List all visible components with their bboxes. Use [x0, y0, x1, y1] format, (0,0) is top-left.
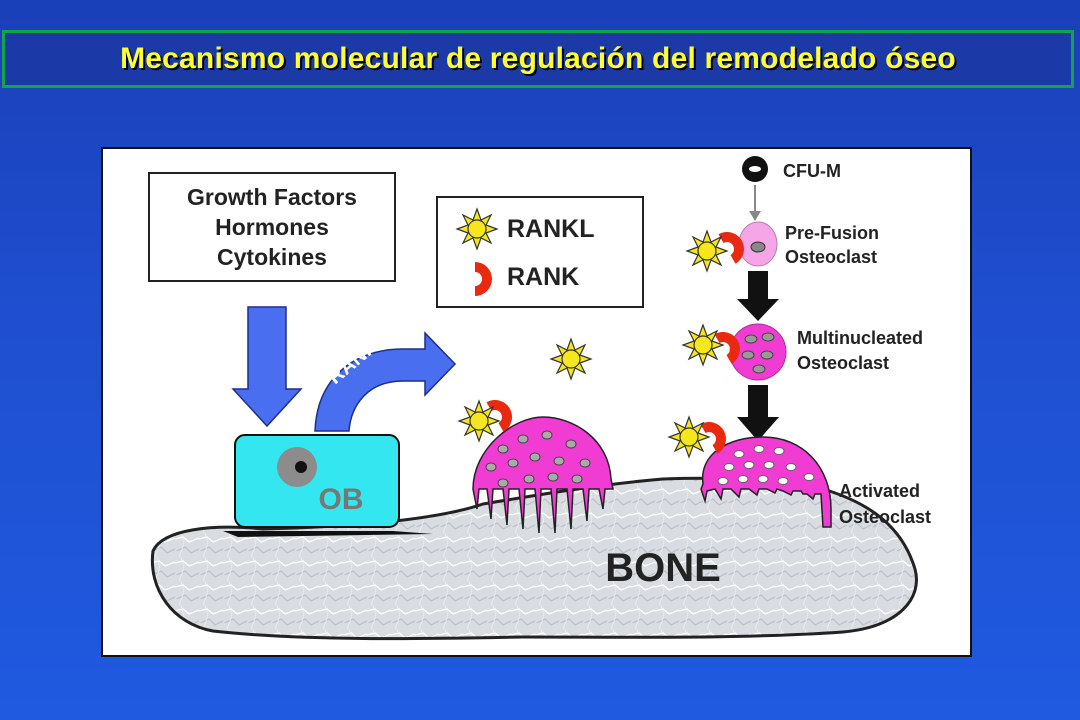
growth-factors-label: Growth Factors: [187, 184, 357, 210]
stage-arrow-2: [737, 385, 779, 441]
osteoblast-label: OB: [319, 483, 364, 516]
rankl-bound-multi: [682, 324, 724, 366]
multinucleated-label-2: Osteoclast: [797, 353, 889, 373]
bone: [150, 476, 918, 641]
title-bar: Mecanismo molecular de regulación del re…: [2, 30, 1074, 88]
rankl-curved-arrow: RANKL: [314, 327, 457, 432]
free-rankl-icon: [550, 338, 592, 380]
cfu-m-label: CFU-M: [783, 161, 841, 181]
signals-box: Growth Factors Hormones Cytokines: [148, 172, 396, 282]
stage-arrow-1: [737, 271, 779, 321]
activated-label-1: Activated: [839, 481, 920, 501]
prefusion-label-1: Pre-Fusion: [785, 223, 879, 243]
activated-osteoclast: Activated Osteoclast: [668, 415, 931, 528]
cytokines-label: Cytokines: [217, 244, 327, 270]
hormones-label: Hormones: [215, 214, 329, 240]
multinucleated-label-1: Multinucleated: [797, 328, 923, 348]
activated-label-2: Osteoclast: [839, 507, 931, 527]
prefusion-label-2: Osteoclast: [785, 247, 877, 267]
bone-remodeling-diagram: BONE Growth Factors Hormones Cytokines O…: [101, 147, 972, 657]
rankl-bound-middle: [458, 400, 500, 442]
legend-box: RANKL RANK: [436, 196, 644, 308]
bone-label: BONE: [605, 546, 721, 590]
rankl-legend-label: RANKL: [507, 215, 595, 243]
rankl-legend-icon: [456, 208, 498, 250]
rank-legend-label: RANK: [507, 263, 579, 291]
osteoblast: OB: [223, 434, 433, 537]
signal-arrow: [231, 306, 303, 428]
multinucleated-osteoclast: Multinucleated Osteoclast: [682, 323, 923, 381]
osteoclast-middle: [458, 393, 614, 534]
rankl-bound-activated: [668, 416, 710, 458]
slide-title: Mecanismo molecular de regulación del re…: [120, 42, 956, 75]
rankl-bound-prefusion: [686, 230, 728, 272]
diagram-canvas: BONE Growth Factors Hormones Cytokines O…: [148, 156, 931, 641]
prefusion-osteoclast: Pre-Fusion Osteoclast: [686, 221, 879, 272]
cfu-m: CFU-M: [742, 156, 841, 221]
